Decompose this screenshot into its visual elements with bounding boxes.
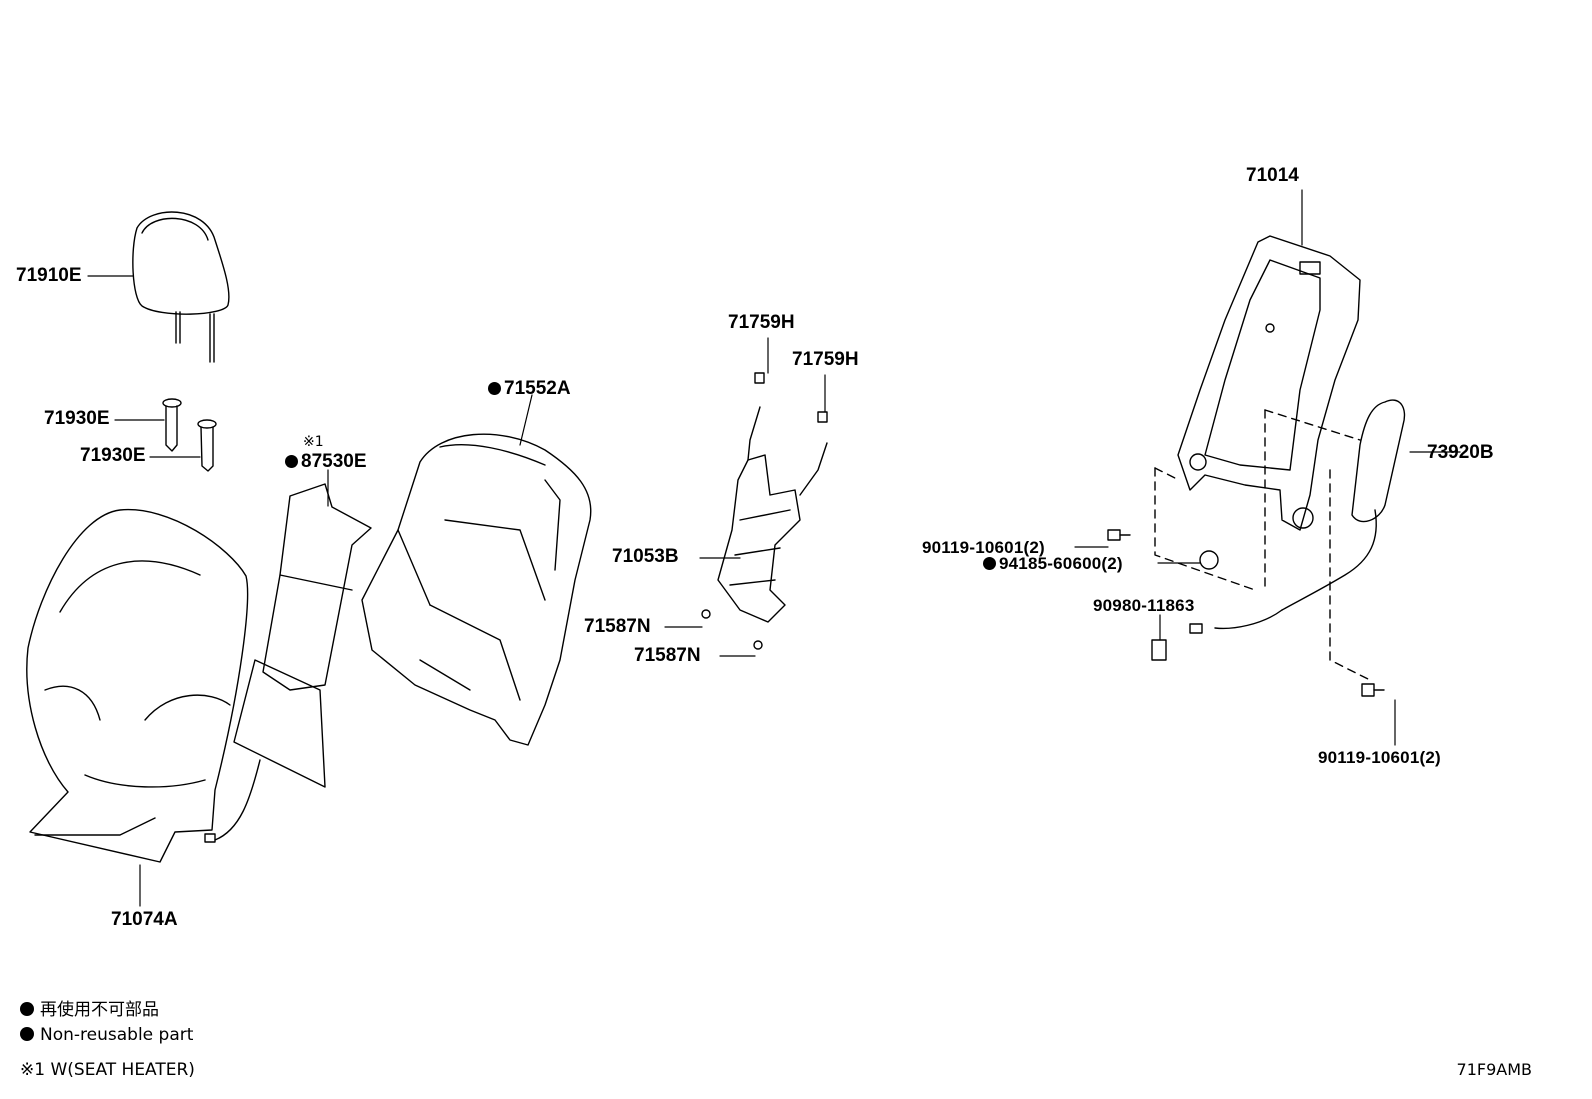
non-reusable-bullet-icon: [20, 1002, 34, 1016]
non-reusable-bullet-icon: [983, 557, 996, 570]
part-label-90119-10601-upper[interactable]: 90119-10601(2): [922, 538, 1045, 557]
fasteners-drawing: [1107, 529, 1385, 697]
headrest-guide-drawing: [162, 398, 217, 472]
leader-lines: [87, 189, 1461, 907]
part-label-71930e-upper[interactable]: 71930E: [44, 408, 110, 429]
seat-heater-drawing: [204, 483, 372, 843]
part-label-71014[interactable]: 71014: [1246, 165, 1299, 186]
part-label-94185-60600[interactable]: 94185-60600(2): [983, 555, 1123, 572]
note-1-marker: ※1: [303, 434, 324, 450]
part-label-71074a[interactable]: 71074A: [111, 909, 178, 930]
part-label-71759h-left[interactable]: 71759H: [728, 312, 795, 333]
part-number: 87530E: [301, 451, 367, 472]
part-label-71759h-right[interactable]: 71759H: [792, 349, 859, 370]
legend-text-en: Non-reusable part: [40, 1025, 194, 1045]
part-label-71587n-upper[interactable]: 71587N: [584, 616, 651, 637]
seatback-frame-drawing: [1177, 235, 1361, 531]
part-number: 71552A: [504, 378, 571, 399]
non-reusable-bullet-icon: [20, 1027, 34, 1041]
part-label-73920b[interactable]: 73920B: [1427, 442, 1494, 463]
part-label-90980-11863[interactable]: 90980-11863: [1093, 596, 1195, 615]
assembly-dashed-lines: [1154, 409, 1371, 681]
legend-non-reusable-jp: 再使用不可部品: [20, 1002, 159, 1019]
headrest-drawing: [132, 211, 230, 363]
legend-non-reusable-en: Non-reusable part: [20, 1027, 193, 1044]
part-label-71053b[interactable]: 71053B: [612, 546, 679, 567]
part-label-71587n-lower[interactable]: 71587N: [634, 645, 701, 666]
part-label-87530e[interactable]: 87530E: [285, 452, 367, 471]
legend-text-jp: 再使用不可部品: [40, 1000, 159, 1020]
part-label-71910e[interactable]: 71910E: [16, 265, 82, 286]
legend-note-1: ※1 W(SEAT HEATER): [20, 1060, 195, 1080]
seatback-cover-drawing: [26, 508, 249, 863]
part-number: 94185-60600(2): [999, 554, 1123, 573]
seatback-pad-drawing: [361, 433, 592, 746]
non-reusable-bullet-icon: [488, 382, 501, 395]
side-airbag-drawing: [1189, 399, 1406, 634]
part-label-71552a[interactable]: 71552A: [488, 379, 571, 398]
non-reusable-bullet-icon: [285, 455, 298, 468]
part-label-71930e-lower[interactable]: 71930E: [80, 445, 146, 466]
diagram-code: 71F9AMB: [1456, 1060, 1532, 1079]
part-label-90119-10601-lower[interactable]: 90119-10601(2): [1318, 748, 1441, 767]
lumbar-support-drawing: [701, 372, 828, 650]
